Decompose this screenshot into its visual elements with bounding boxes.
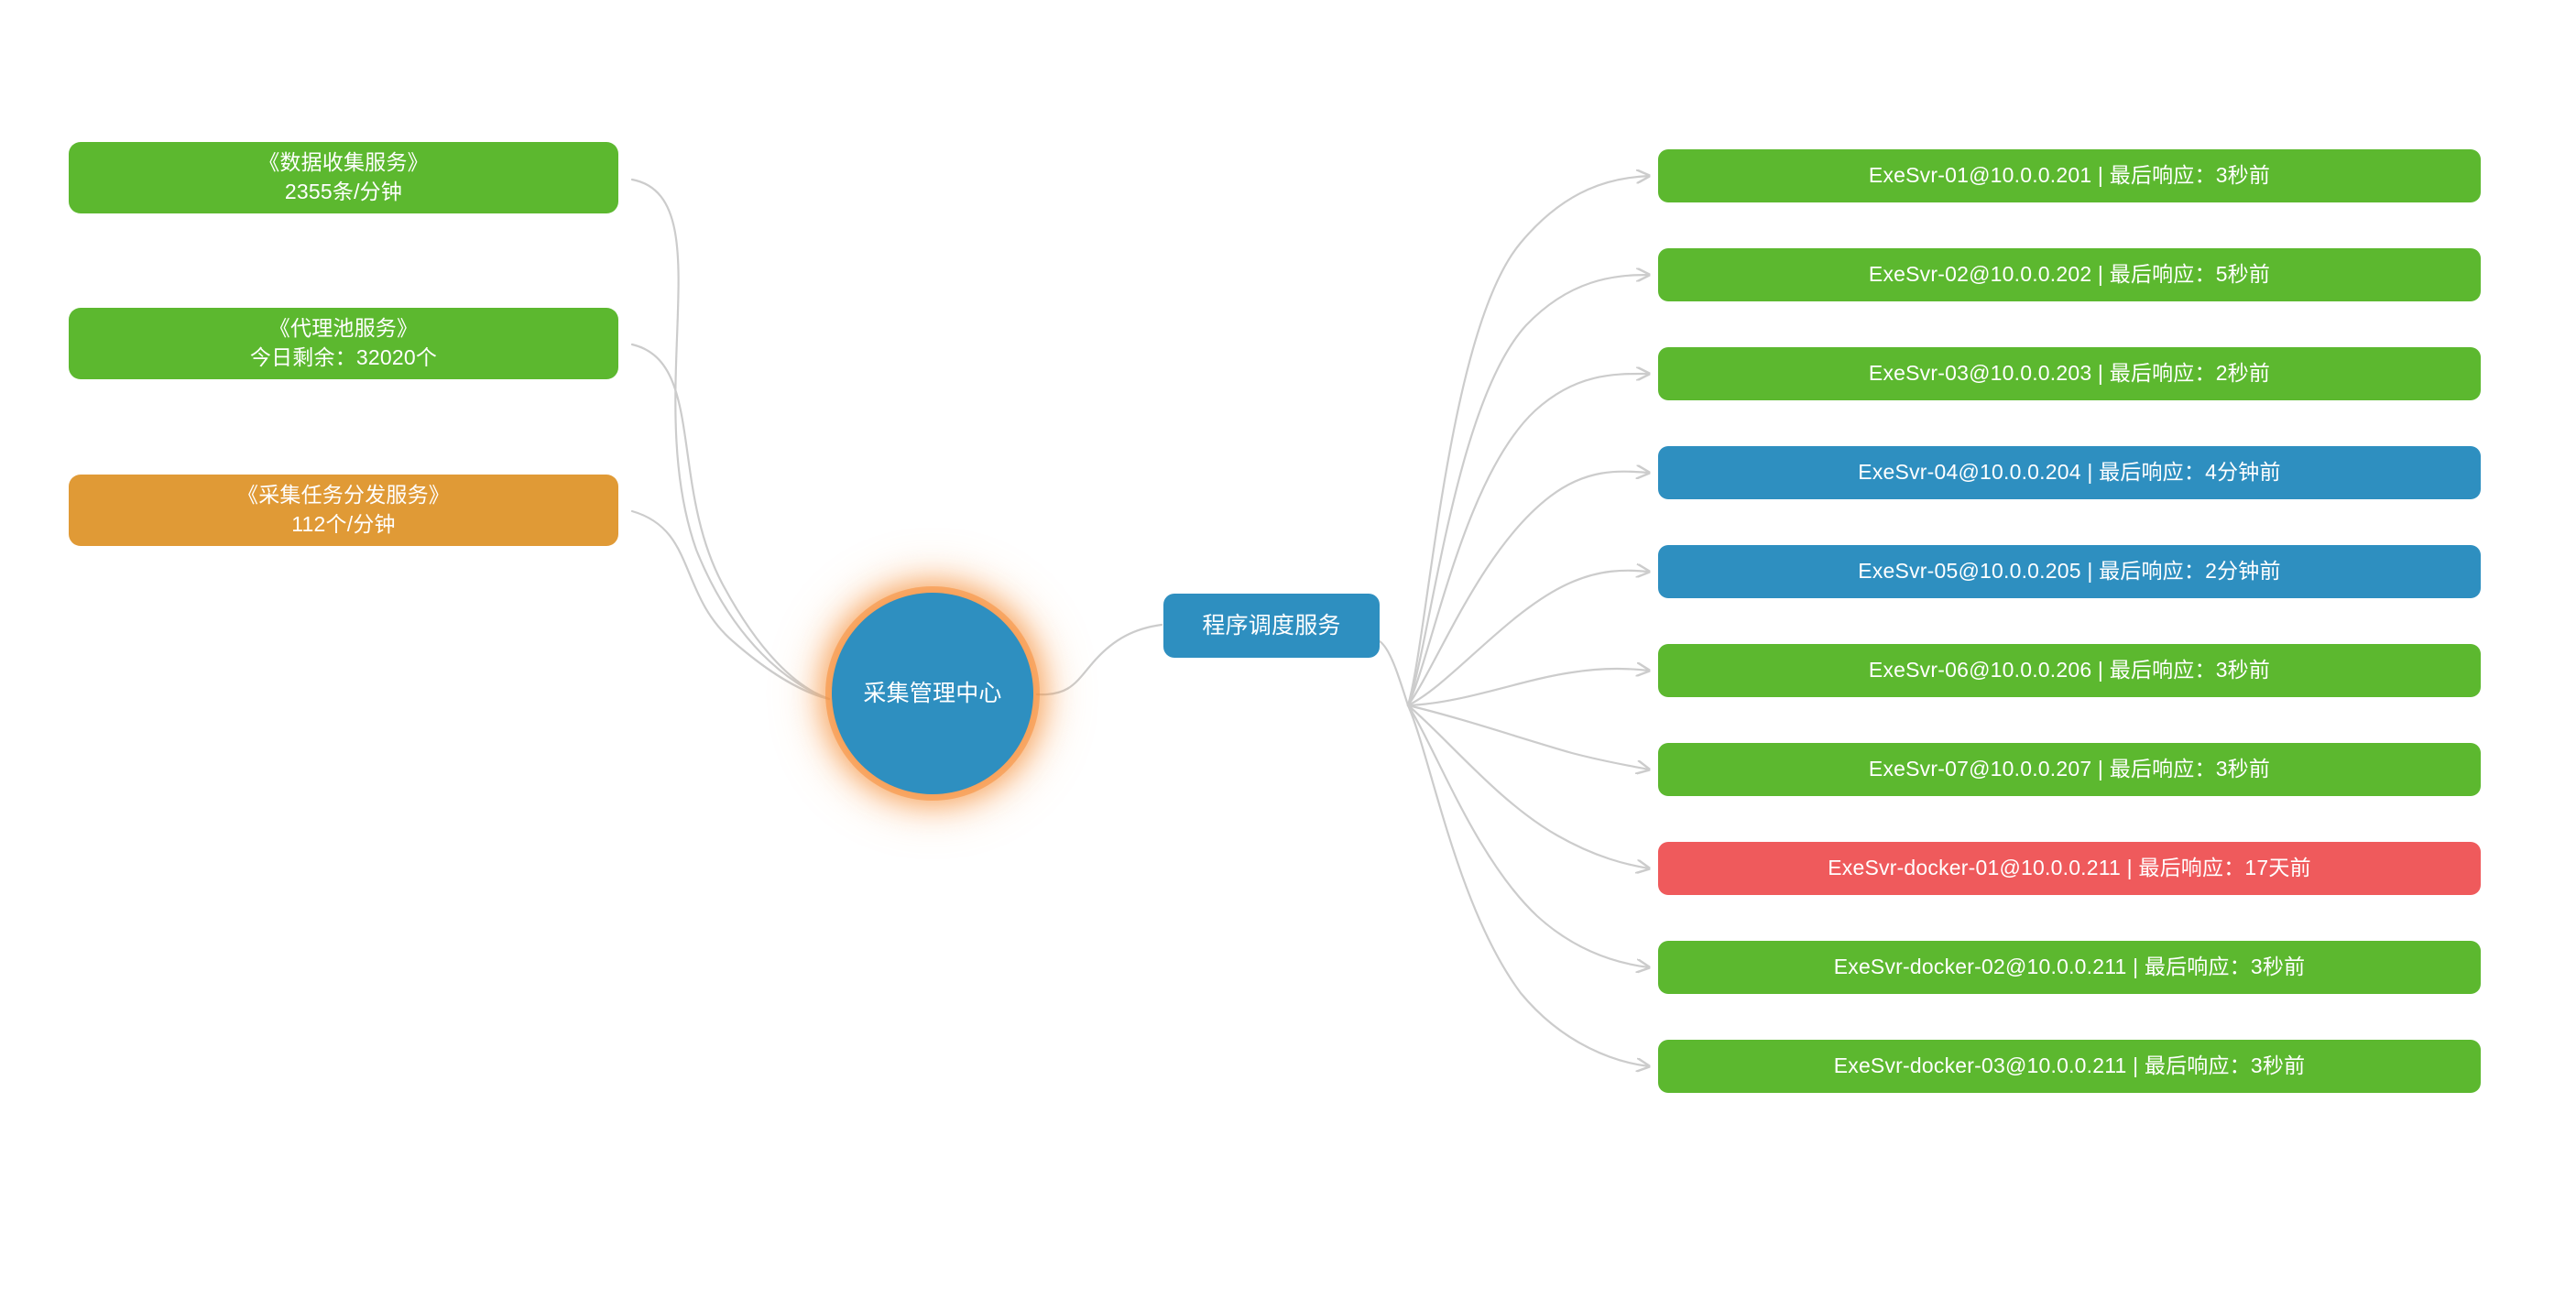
edge-fan-to-executor-2 bbox=[1406, 374, 1649, 707]
edge-service-2-to-hub bbox=[630, 509, 831, 701]
edge-service-1-to-hub bbox=[630, 343, 831, 701]
scheduler-label: 程序调度服务 bbox=[1202, 612, 1341, 639]
executor-node-exesvr-docker-01[interactable]: ExeSvr-docker-01@10.0.0.211 | 最后响应：17天前 bbox=[1658, 842, 2481, 895]
executor-node-exesvr-03[interactable]: ExeSvr-03@10.0.0.203 | 最后响应：2秒前 bbox=[1658, 347, 2481, 400]
executor-node-exesvr-01[interactable]: ExeSvr-01@10.0.0.201 | 最后响应：3秒前 bbox=[1658, 149, 2481, 202]
service-title: 《数据收集服务》 bbox=[258, 150, 429, 175]
executor-node-exesvr-02[interactable]: ExeSvr-02@10.0.0.202 | 最后响应：5秒前 bbox=[1658, 248, 2481, 301]
service-metric: 今日剩余：32020个 bbox=[249, 345, 438, 369]
service-node-data-collection[interactable]: 《数据收集服务》 2355条/分钟 bbox=[69, 142, 618, 213]
service-metric: 112个/分钟 bbox=[291, 512, 396, 536]
service-title: 《采集任务分发服务》 bbox=[237, 483, 450, 508]
service-metric: 2355条/分钟 bbox=[284, 180, 403, 203]
edge-fan-to-executor-8 bbox=[1406, 704, 1649, 967]
edge-fan-to-executor-6 bbox=[1406, 704, 1649, 770]
edge-scheduler-to-fan bbox=[1378, 639, 1410, 707]
executor-node-exesvr-07[interactable]: ExeSvr-07@10.0.0.207 | 最后响应：3秒前 bbox=[1658, 743, 2481, 796]
executor-node-exesvr-04[interactable]: ExeSvr-04@10.0.0.204 | 最后响应：4分钟前 bbox=[1658, 446, 2481, 499]
executor-node-exesvr-05[interactable]: ExeSvr-05@10.0.0.205 | 最后响应：2分钟前 bbox=[1658, 545, 2481, 598]
executor-label: ExeSvr-05@10.0.0.205 | 最后响应：2分钟前 bbox=[1858, 559, 2281, 584]
edge-fan-to-executor-1 bbox=[1406, 275, 1649, 707]
service-title: 《代理池服务》 bbox=[268, 316, 419, 341]
executor-label: ExeSvr-07@10.0.0.207 | 最后响应：3秒前 bbox=[1868, 757, 2271, 781]
edge-fan-to-executor-3 bbox=[1406, 472, 1649, 707]
edge-fan-to-executor-0 bbox=[1406, 176, 1649, 707]
service-node-proxy-pool[interactable]: 《代理池服务》 今日剩余：32020个 bbox=[69, 308, 618, 379]
hub-node-collection-management-center[interactable]: 采集管理中心 bbox=[832, 593, 1033, 794]
executor-node-exesvr-docker-03[interactable]: ExeSvr-docker-03@10.0.0.211 | 最后响应：3秒前 bbox=[1658, 1040, 2481, 1093]
edge-service-0-to-hub bbox=[630, 178, 831, 701]
executor-label: ExeSvr-docker-03@10.0.0.211 | 最后响应：3秒前 bbox=[1833, 1053, 2306, 1078]
executor-label: ExeSvr-04@10.0.0.204 | 最后响应：4分钟前 bbox=[1858, 460, 2281, 485]
edge-fan-to-executor-7 bbox=[1406, 704, 1649, 868]
service-node-task-dispatch[interactable]: 《采集任务分发服务》 112个/分钟 bbox=[69, 475, 618, 546]
executor-label: ExeSvr-03@10.0.0.203 | 最后响应：2秒前 bbox=[1868, 361, 2271, 386]
edge-fan-to-executor-5 bbox=[1406, 669, 1649, 707]
executor-label: ExeSvr-06@10.0.0.206 | 最后响应：3秒前 bbox=[1868, 658, 2271, 682]
hub-label: 采集管理中心 bbox=[863, 680, 1002, 706]
edge-fan-to-executor-4 bbox=[1406, 571, 1649, 707]
edge-fan-to-executor-9 bbox=[1406, 704, 1649, 1066]
executor-node-exesvr-06[interactable]: ExeSvr-06@10.0.0.206 | 最后响应：3秒前 bbox=[1658, 644, 2481, 697]
executor-label: ExeSvr-docker-02@10.0.0.211 | 最后响应：3秒前 bbox=[1833, 955, 2306, 979]
scheduler-node[interactable]: 程序调度服务 bbox=[1163, 594, 1380, 658]
executor-label: ExeSvr-02@10.0.0.202 | 最后响应：5秒前 bbox=[1868, 262, 2271, 287]
executor-node-exesvr-docker-02[interactable]: ExeSvr-docker-02@10.0.0.211 | 最后响应：3秒前 bbox=[1658, 941, 2481, 994]
edge-hub-to-scheduler bbox=[1035, 623, 1163, 696]
executor-label: ExeSvr-01@10.0.0.201 | 最后响应：3秒前 bbox=[1868, 163, 2271, 188]
executor-label: ExeSvr-docker-01@10.0.0.211 | 最后响应：17天前 bbox=[1828, 856, 2311, 880]
